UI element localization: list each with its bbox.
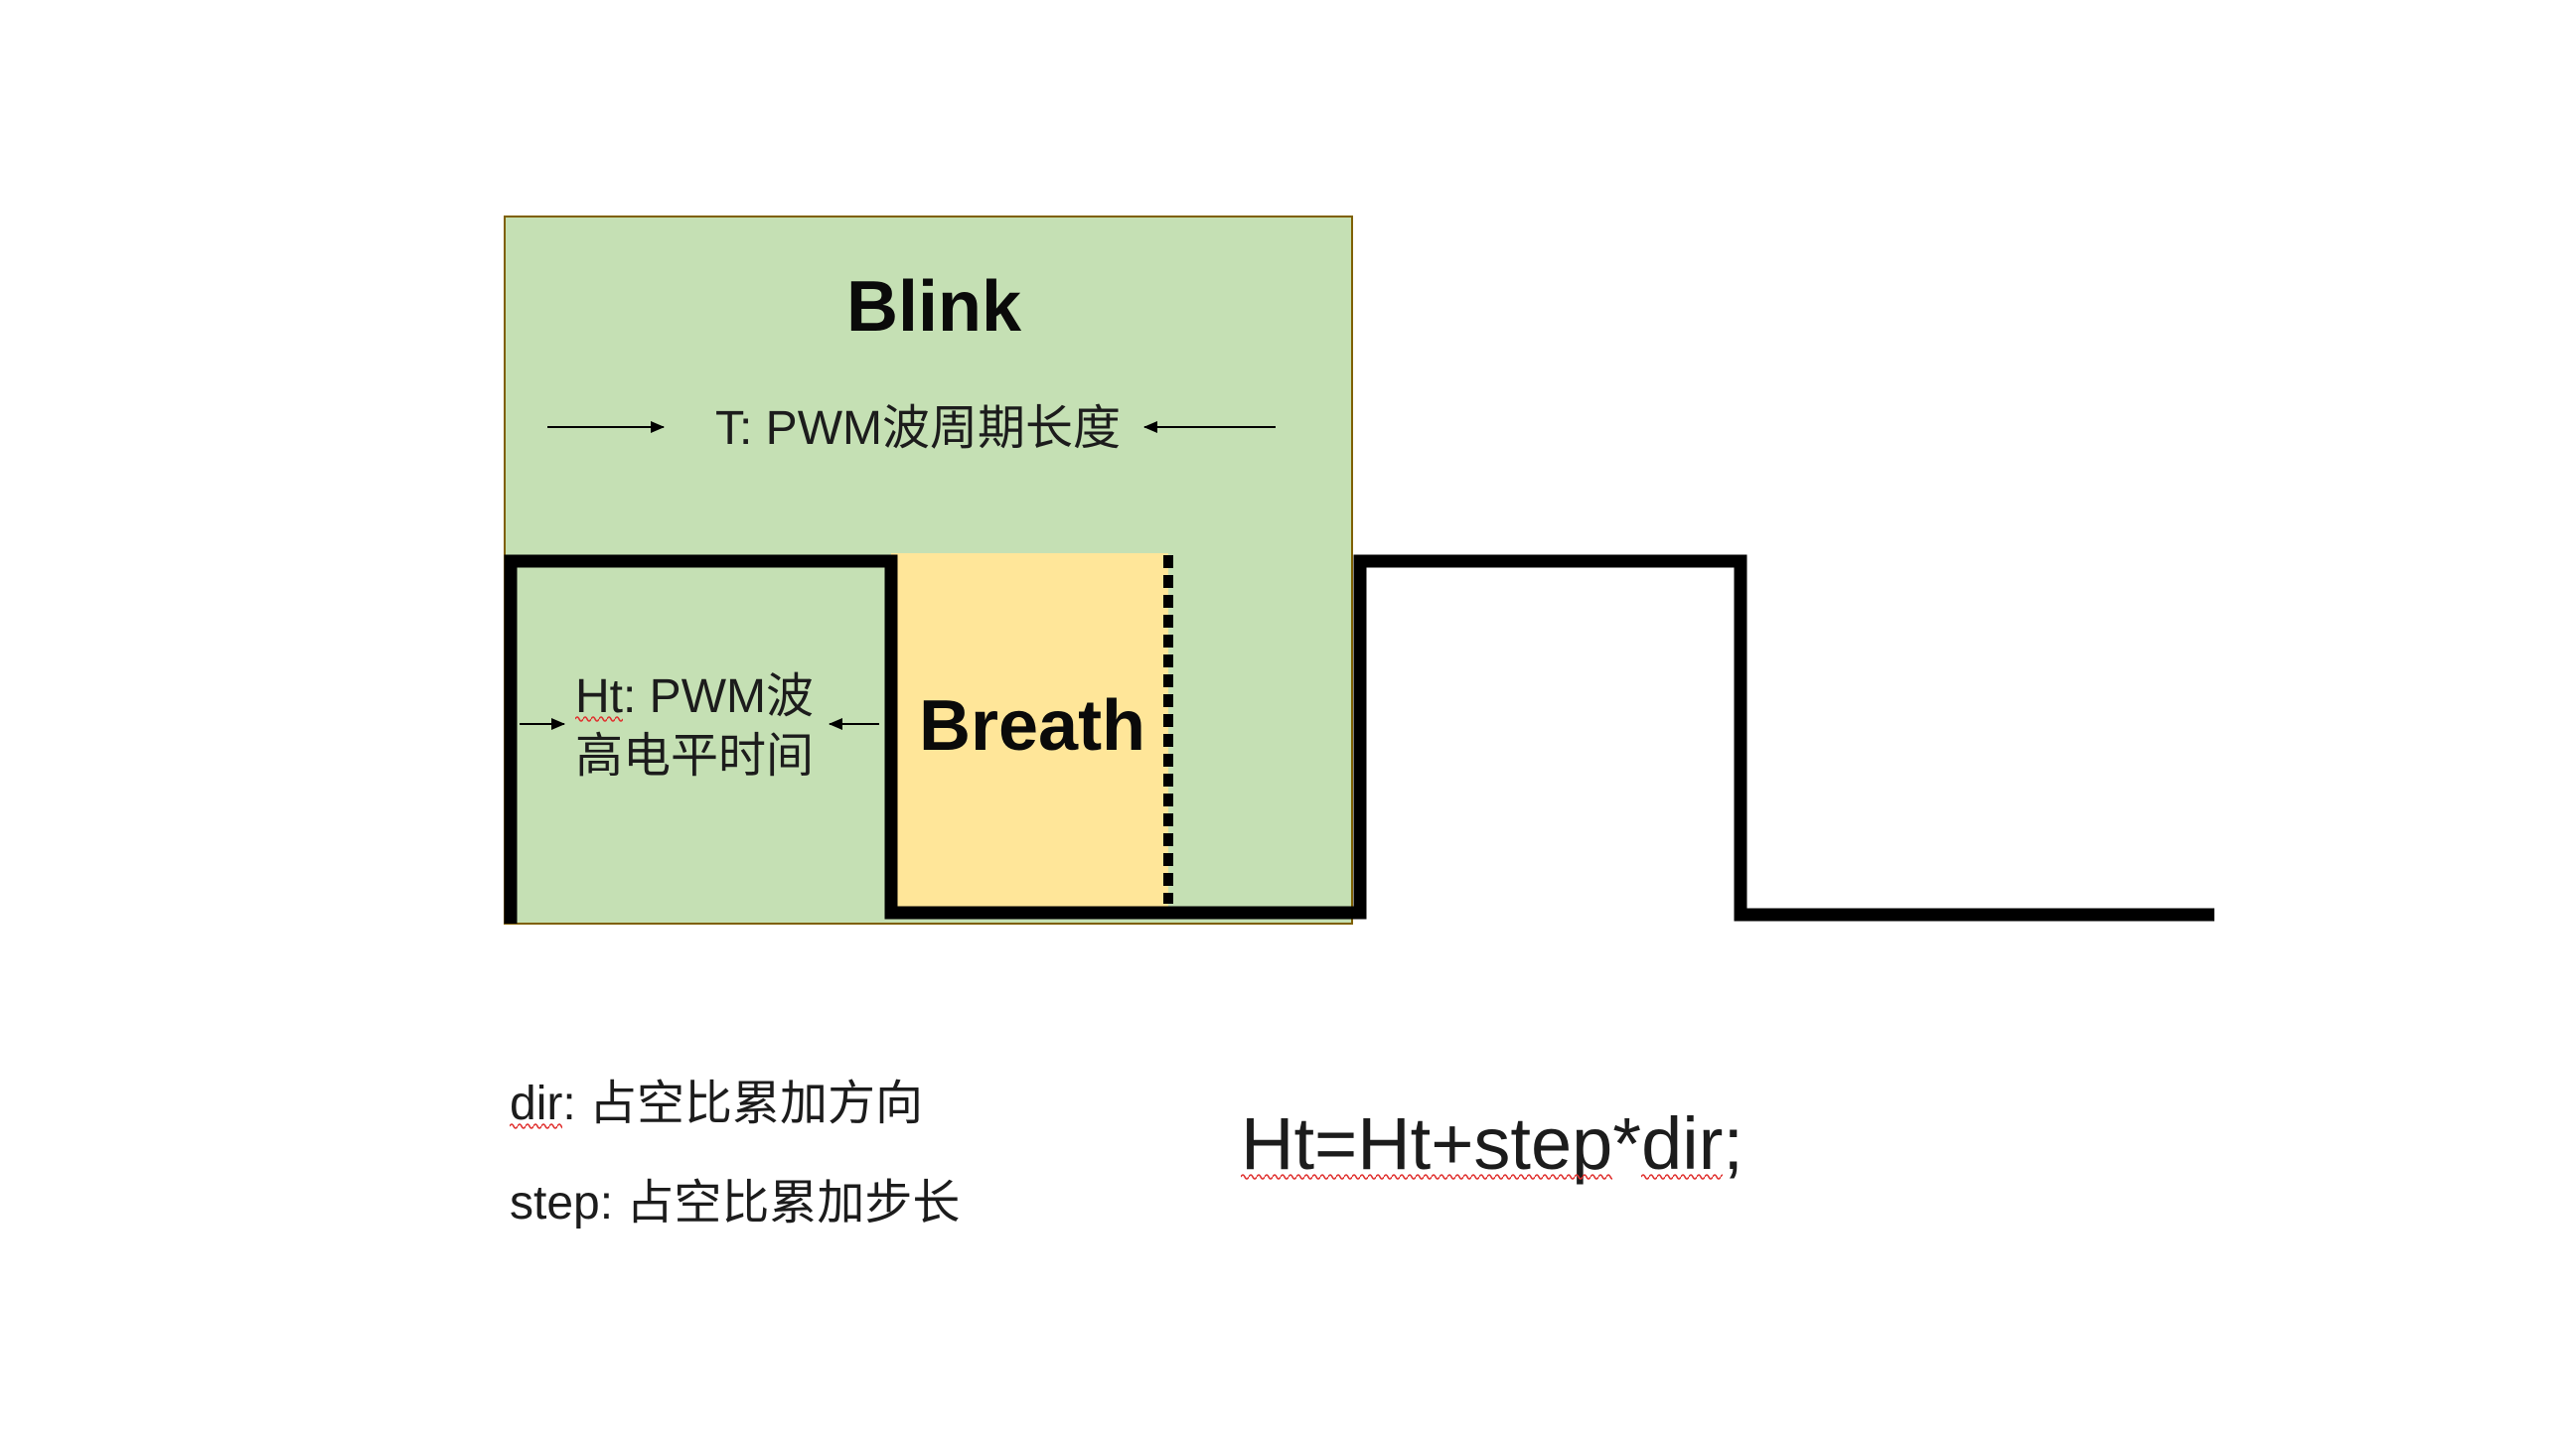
step-note: step: 占空比累加步长 [510, 1177, 960, 1230]
breath-title: Breath [919, 686, 1145, 766]
update-formula: Ht=Ht+step*dir; [1241, 1102, 1743, 1185]
high-time-label-line2: 高电平时间 [575, 730, 814, 783]
spellcheck-underline-dir [510, 1122, 562, 1130]
breath-region [891, 553, 1168, 908]
pwm-square-wave [504, 554, 2214, 924]
spellcheck-underline-formula-a [1241, 1173, 1612, 1181]
blink-title: Blink [846, 267, 1022, 347]
period-label: T: PWM波周期长度 [715, 402, 1121, 455]
spellcheck-underline-ht [575, 715, 623, 723]
high-time-label-line1: Ht: PWM波 [575, 670, 814, 723]
dir-note: dir: 占空比累加方向 [510, 1078, 923, 1130]
spellcheck-underline-formula-b [1641, 1173, 1723, 1181]
